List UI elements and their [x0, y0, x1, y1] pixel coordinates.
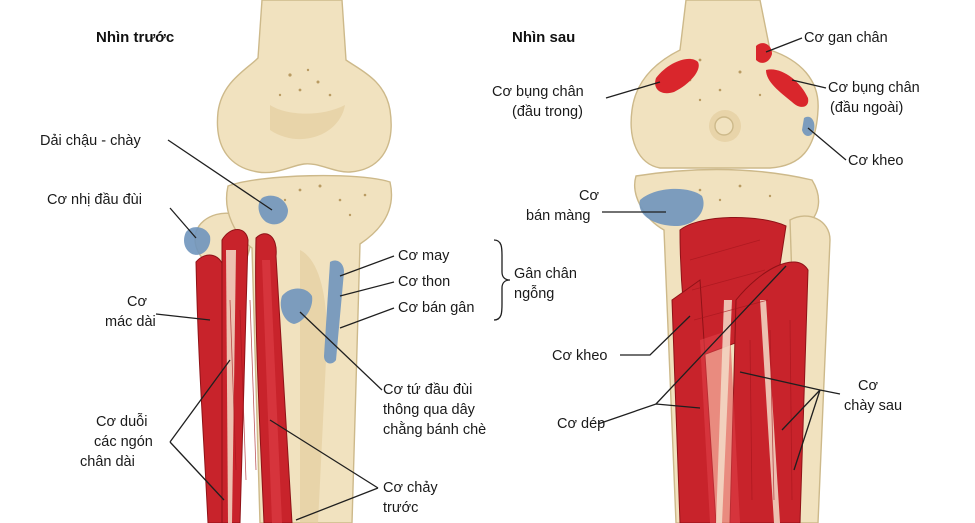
label-semimembranosus-2: bán màng [526, 208, 591, 224]
label-gastroc-lateral-1: Cơ bụng chân [828, 80, 920, 96]
label-ext-digitorum-2: các ngón [94, 434, 153, 450]
leader-tibialis-posterior-b [781, 389, 821, 431]
leader-sartorius [339, 255, 395, 277]
back-femur [630, 0, 819, 169]
label-gastroc-lateral-2: (đầu ngoài) [830, 100, 903, 116]
label-ext-digitorum-1: Cơ duỗi [96, 413, 147, 430]
leader-gracilis [339, 281, 395, 297]
plantaris-attachment [756, 43, 772, 63]
front-attachments [184, 195, 344, 364]
semimembranosus-attachment [639, 188, 704, 226]
label-tibialis-posterior-2: chày sau [844, 398, 902, 414]
label-popliteus: Cơ kheo [552, 348, 607, 364]
leader-semitendinosus [339, 307, 395, 329]
leader-quadriceps [299, 311, 383, 391]
label-popliteus-top: Cơ kheo [848, 153, 903, 169]
leader-popliteus-top [807, 127, 847, 161]
leader-tibialis-posterior-c [793, 389, 821, 471]
label-peroneus-longus-2: mác dài [105, 314, 156, 330]
label-tibialis-posterior-1: Cơ [858, 378, 878, 394]
leader-ext-digitorum-a [169, 359, 231, 443]
back-view-title: Nhìn sau [512, 29, 575, 46]
front-view: Nhìn trước Dải chậu - chày Cơ nhị đầu đù… [40, 0, 577, 523]
leader-soleus-b [655, 265, 787, 405]
front-femur [216, 0, 392, 174]
label-gastroc-medial-1: Cơ bụng chân [492, 84, 584, 100]
soleus-muscle [671, 279, 717, 523]
label-quadriceps-1: Cơ tứ đầu đùi [383, 382, 472, 398]
front-bone-texture [278, 68, 367, 217]
back-attachments [639, 43, 815, 226]
leader-popliteus [620, 315, 691, 356]
label-quadriceps-3: chằng bánh chè [383, 421, 486, 438]
label-iliotibial: Dải chậu - chày [40, 133, 141, 149]
leader-ext-digitorum-b [169, 441, 225, 501]
front-tibia [226, 174, 393, 523]
label-gastroc-medial-2: (đầu trong) [512, 104, 583, 120]
label-sartorius: Cơ may [398, 248, 450, 264]
peroneus-longus-front [195, 254, 227, 523]
leader-tibialis-anterior-a [269, 419, 379, 489]
quadriceps-attachment [280, 288, 313, 324]
label-quadriceps-2: thông qua dây [383, 402, 476, 418]
pes-anserinus-attachment [324, 260, 344, 364]
label-peroneus-longus-1: Cơ [127, 294, 147, 310]
label-biceps-femoris: Cơ nhị đầu đùi [47, 192, 142, 208]
label-ext-digitorum-3: chân dài [80, 454, 135, 470]
popliteus-top-attachment [802, 116, 815, 136]
leader-biceps-femoris [169, 207, 197, 239]
back-muscles [671, 216, 809, 523]
front-view-title: Nhìn trước [96, 29, 174, 46]
gastroc-lateral-attachment [766, 69, 809, 107]
label-plantaris: Cơ gan chân [804, 30, 888, 46]
label-tibialis-anterior-1: Cơ chảy [383, 480, 438, 496]
iliotibial-attachment [258, 195, 288, 225]
label-semitendinosus: Cơ bán gân [398, 300, 474, 316]
label-semimembranosus-1: Cơ [579, 188, 599, 204]
leader-tibialis-anterior-b [295, 487, 379, 521]
leader-iliotibial [167, 139, 273, 211]
label-gracilis: Cơ thon [398, 274, 450, 290]
back-view: Nhìn sau Cơ gan chân Cơ bụng chân (đầu t… [492, 0, 920, 523]
brace-pes-anserinus [493, 239, 511, 321]
label-tibialis-anterior-2: trước [383, 500, 418, 516]
leader-gastroc-lateral [791, 79, 827, 89]
label-pes-anserinus-1: Gân chân [514, 266, 577, 282]
leader-gastroc-medial [605, 81, 661, 99]
front-muscles [195, 229, 293, 523]
label-pes-anserinus-2: ngỗng [514, 285, 554, 302]
label-soleus: Cơ dép [557, 416, 605, 432]
leader-peroneus-longus [155, 313, 211, 321]
biceps-femoris-attachment [184, 227, 211, 255]
leader-plantaris [765, 37, 803, 53]
gastroc-medial-attachment [655, 58, 699, 94]
